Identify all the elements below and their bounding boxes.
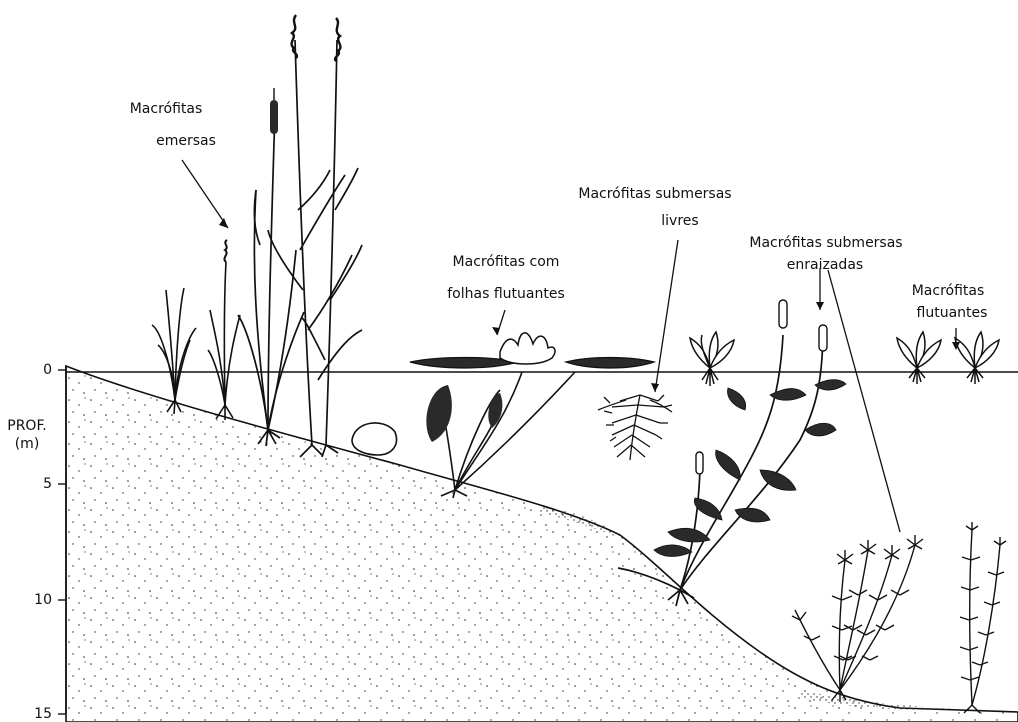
free-submerged-plant <box>598 395 672 460</box>
label-flutuantes-line2: flutuantes <box>888 304 1016 322</box>
pondweed-spike-1 <box>779 300 787 328</box>
rock <box>352 423 396 455</box>
floating-rosette-plant-1 <box>690 332 734 386</box>
rooted-submerged-tall <box>960 522 1006 713</box>
floating-rosette-plant-3 <box>955 332 999 384</box>
arrowhead-enraizadas <box>816 302 824 310</box>
leader-livres <box>655 240 678 392</box>
label-folhas-line1: Macrófitas com <box>426 253 586 271</box>
label-livres-line2: livres <box>640 212 720 230</box>
depth-tick-label-10: 10 <box>26 592 52 608</box>
label-folhas-line2: folhas flutuantes <box>420 285 592 303</box>
leader-emersas <box>182 160 228 228</box>
depth-tick-label-5: 5 <box>30 476 52 492</box>
floating-leaved-plant <box>440 372 575 498</box>
label-livres-line1: Macrófitas submersas <box>560 185 750 203</box>
depth-axis-title-line1: PROF. <box>2 418 52 434</box>
label-emersas-line2: emersas <box>136 132 236 150</box>
pondweed-spike-2 <box>819 325 827 351</box>
emergent-rush-small <box>152 288 196 414</box>
label-enraizadas-line2: enraizadas <box>760 256 890 274</box>
rooted-submerged-whorled <box>792 535 923 702</box>
submerged-leaf-small <box>488 393 502 428</box>
label-flutuantes-line1: Macrófitas <box>888 282 1008 300</box>
arrowhead-livres <box>651 383 659 392</box>
cattail-spike <box>270 100 278 134</box>
emergent-rush-flowering <box>208 240 240 420</box>
pondweed-leaves <box>654 380 846 557</box>
submerged-broad-leaf <box>426 385 452 442</box>
arrowhead-emersas <box>219 218 228 228</box>
reed-panicle-right <box>335 18 340 61</box>
floating-rosette-plant-2 <box>897 332 941 384</box>
label-emersas-line1: Macrófitas <box>106 100 226 118</box>
depth-axis-title-line2: (m) <box>2 436 52 452</box>
depth-tick-label-0: 0 <box>30 362 52 378</box>
depth-tick-label-15: 15 <box>26 706 52 722</box>
emergent-reed-tall <box>268 40 362 457</box>
floating-leaf-pad-right <box>566 358 654 369</box>
water-lily-flower <box>500 333 555 364</box>
pondweed-spike-3 <box>696 452 703 474</box>
label-enraizadas-line1: Macrófitas submersas <box>726 234 926 252</box>
